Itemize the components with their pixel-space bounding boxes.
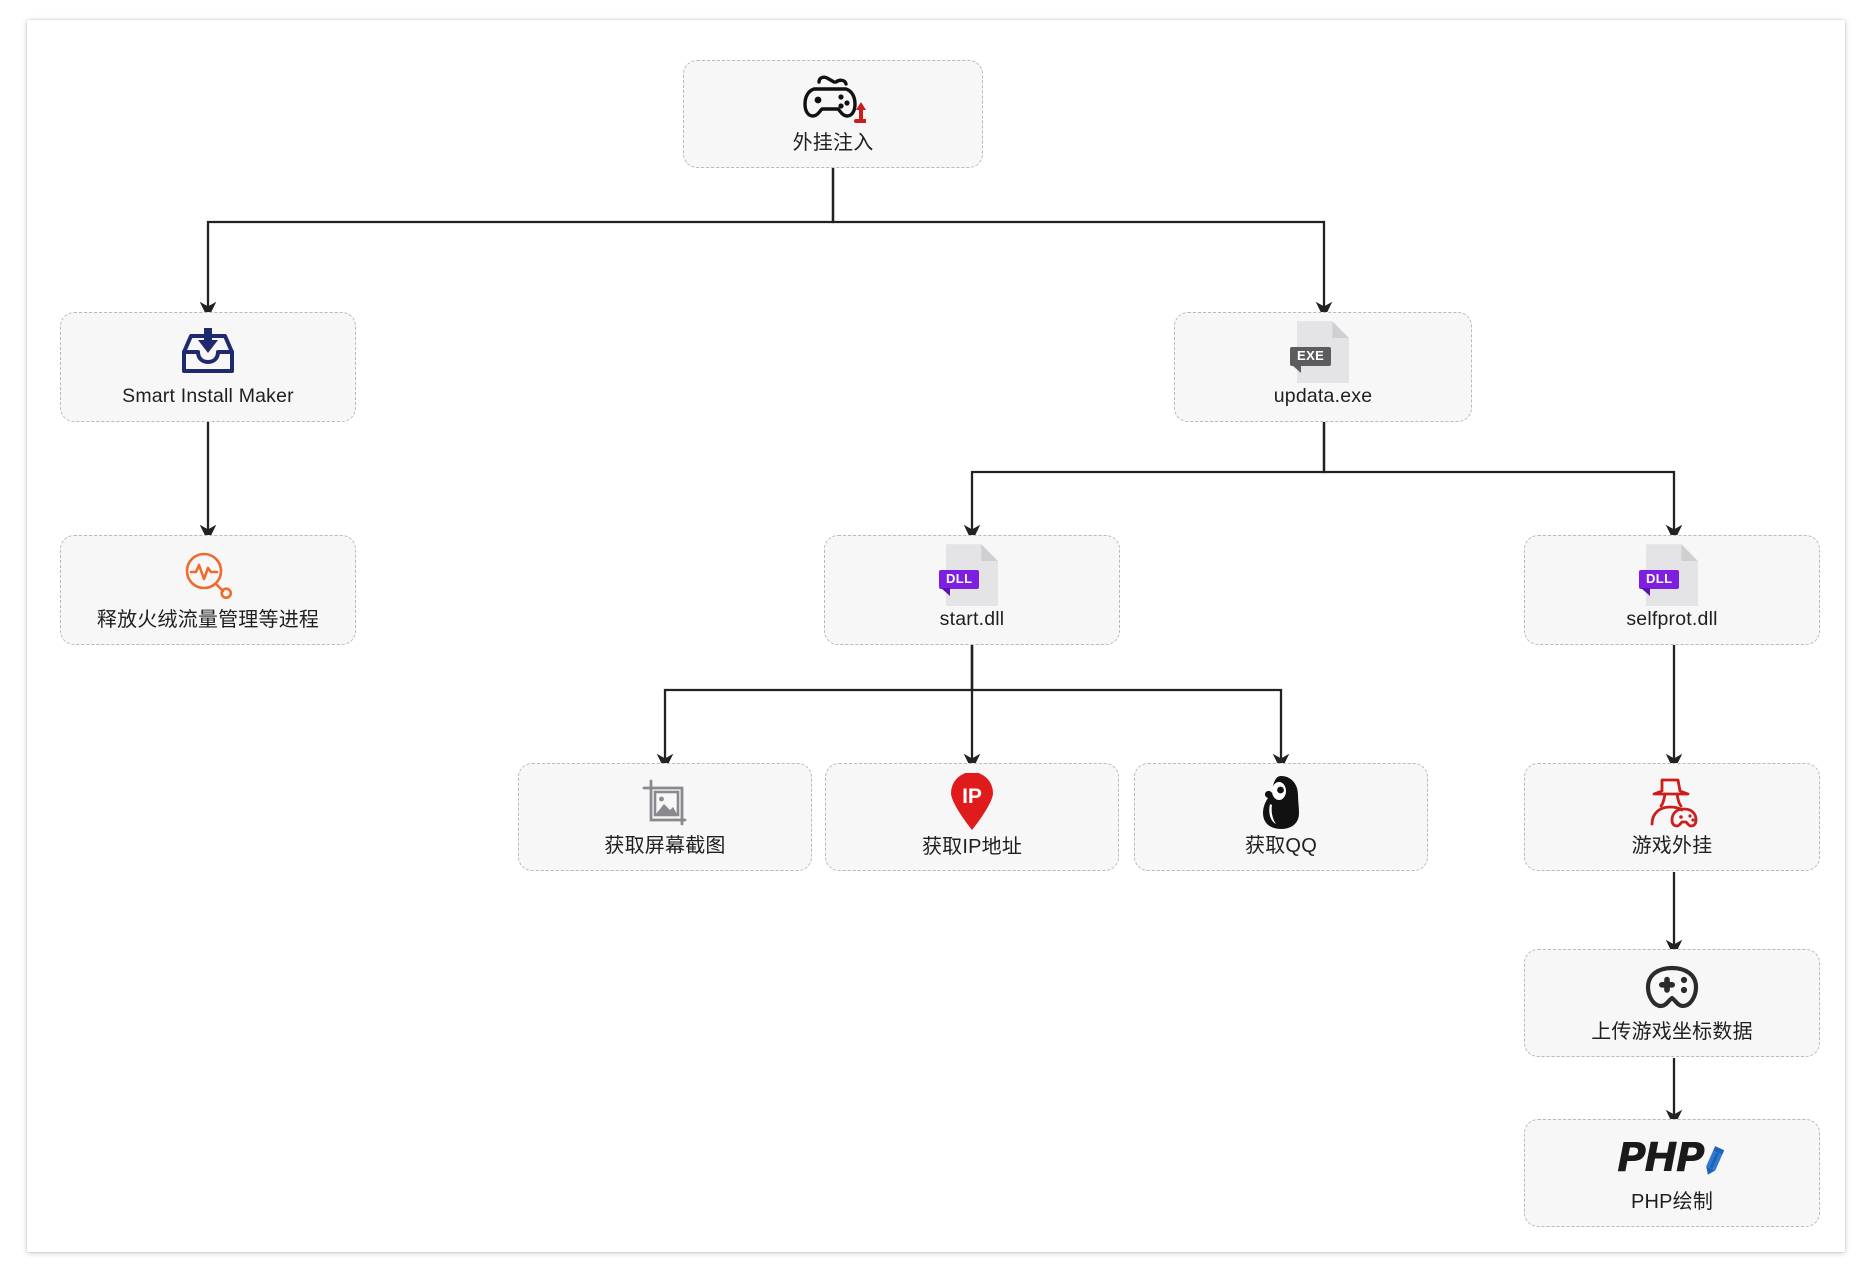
exe-badge: EXE: [1290, 347, 1332, 373]
node-updata-exe-label: updata.exe: [1273, 385, 1373, 408]
php-pencil-icon: PHP: [1617, 1130, 1727, 1186]
node-upload-coordinates-label: 上传游戏坐标数据: [1591, 1021, 1753, 1043]
node-release-processes[interactable]: 释放火绒流量管理等进程: [60, 535, 356, 645]
node-selfprot-dll-label: selfprot.dll: [1626, 608, 1718, 631]
edge-root-smart-install-maker: [199, 167, 835, 319]
svg-text:IP: IP: [962, 785, 982, 808]
node-start-dll[interactable]: DLL start.dll: [824, 535, 1120, 645]
ip-map-pin-icon: IP: [947, 773, 997, 831]
inbox-download-icon: [180, 323, 236, 381]
node-upload-coordinates[interactable]: 上传游戏坐标数据: [1524, 949, 1820, 1057]
dll-badge: DLL: [1639, 570, 1680, 596]
node-get-screenshot-label: 获取屏幕截图: [604, 835, 726, 857]
edge-start-dll-qq: [970, 645, 1290, 771]
node-root[interactable]: 外挂注入: [683, 60, 983, 168]
dll-badge: DLL: [939, 570, 980, 596]
gamepad-inject-icon: [800, 71, 866, 127]
node-selfprot-dll[interactable]: DLL selfprot.dll: [1524, 535, 1820, 645]
game-controller-icon: [1644, 960, 1700, 1016]
dll-file-icon: DLL: [939, 544, 998, 607]
node-start-dll-label: start.dll: [939, 608, 1005, 631]
php-wordmark: PHP: [1616, 1135, 1705, 1181]
node-smart-install-maker[interactable]: Smart Install Maker: [60, 312, 356, 422]
node-game-cheat-label: 游戏外挂: [1631, 835, 1713, 857]
qq-penguin-icon: [1258, 774, 1304, 830]
screenshot-crop-icon: [640, 774, 690, 830]
node-get-ip-label: 获取IP地址: [921, 836, 1023, 858]
node-smart-install-maker-label: Smart Install Maker: [122, 385, 294, 408]
node-game-cheat[interactable]: 游戏外挂: [1524, 763, 1820, 871]
node-get-ip[interactable]: IP 获取IP地址: [825, 763, 1119, 871]
node-get-screenshot[interactable]: 获取屏幕截图: [518, 763, 812, 871]
node-root-label: 外挂注入: [792, 132, 874, 154]
pulse-search-icon: [182, 546, 234, 604]
edge-root-updata: [831, 167, 1333, 319]
edge-updata-selfprot-dll: [1322, 422, 1683, 542]
dll-file-icon: DLL: [1639, 544, 1698, 607]
edge-start-dll-screenshot: [656, 645, 974, 771]
edge-updata-start-dll: [963, 422, 1326, 542]
node-release-processes-label: 释放火绒流量管理等进程: [96, 609, 320, 631]
node-get-qq[interactable]: 获取QQ: [1134, 763, 1428, 871]
hacker-gamepad-icon: [1644, 774, 1700, 830]
exe-file-icon: EXE: [1290, 321, 1349, 384]
node-php-render[interactable]: PHP PHP绘制: [1524, 1119, 1820, 1227]
node-get-qq-label: 获取QQ: [1245, 835, 1317, 857]
node-php-render-label: PHP绘制: [1630, 1191, 1714, 1213]
node-updata-exe[interactable]: EXE updata.exe: [1174, 312, 1472, 422]
